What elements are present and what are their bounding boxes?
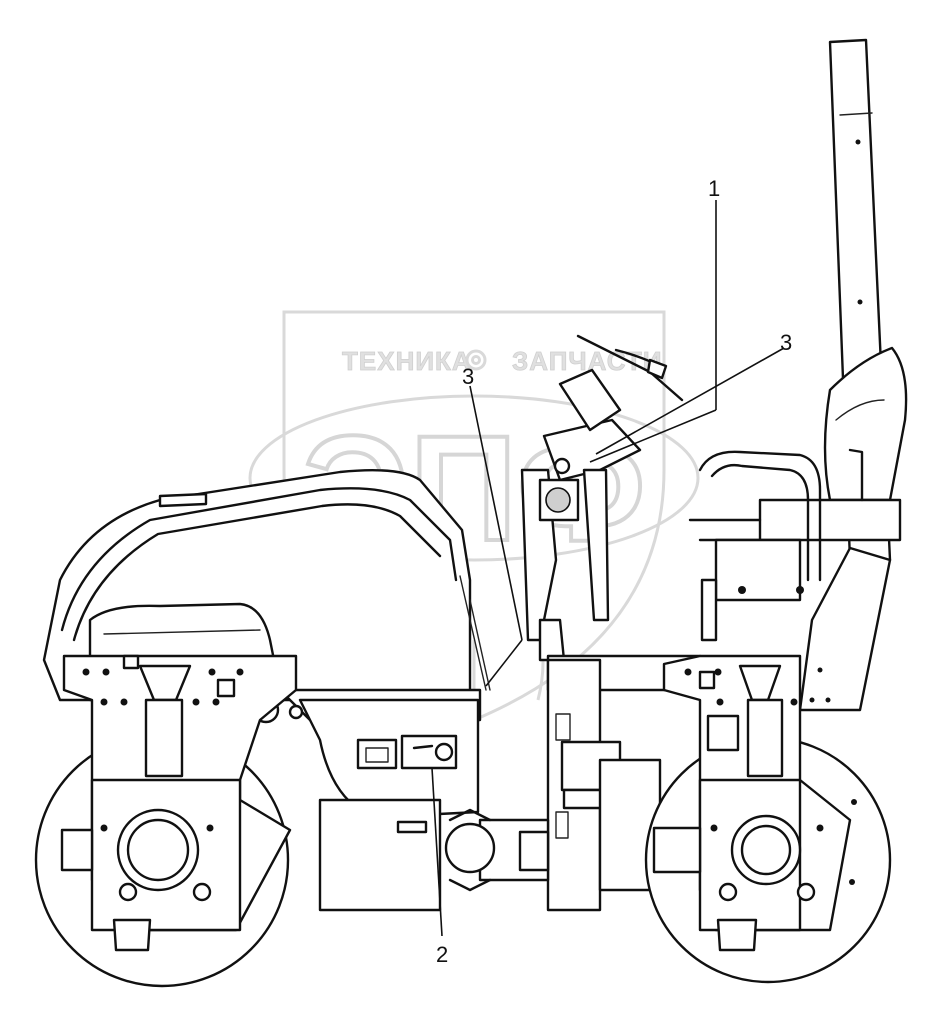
central-frame xyxy=(546,654,702,912)
rear-hoses xyxy=(688,448,864,642)
callout-label-2: 2 xyxy=(436,942,448,967)
callout-label-1: 1 xyxy=(708,176,720,201)
operator-seat xyxy=(758,346,908,542)
watermark-text-left: ТЕХНИКА xyxy=(342,346,472,376)
steering-column xyxy=(520,334,684,662)
callout-1: 1 xyxy=(589,176,720,463)
drive-pump xyxy=(444,808,550,892)
callout-3-right: 3 xyxy=(595,330,792,455)
callout-label-3-right: 3 xyxy=(780,330,792,355)
rear-drum xyxy=(644,654,892,984)
callout-3-left: 3 xyxy=(462,364,523,687)
callout-label-3-left: 3 xyxy=(462,364,474,389)
front-drum xyxy=(34,654,298,988)
watermark-ellipse xyxy=(248,394,700,562)
callout-2: 2 xyxy=(431,767,448,967)
gear-icon xyxy=(465,349,487,371)
